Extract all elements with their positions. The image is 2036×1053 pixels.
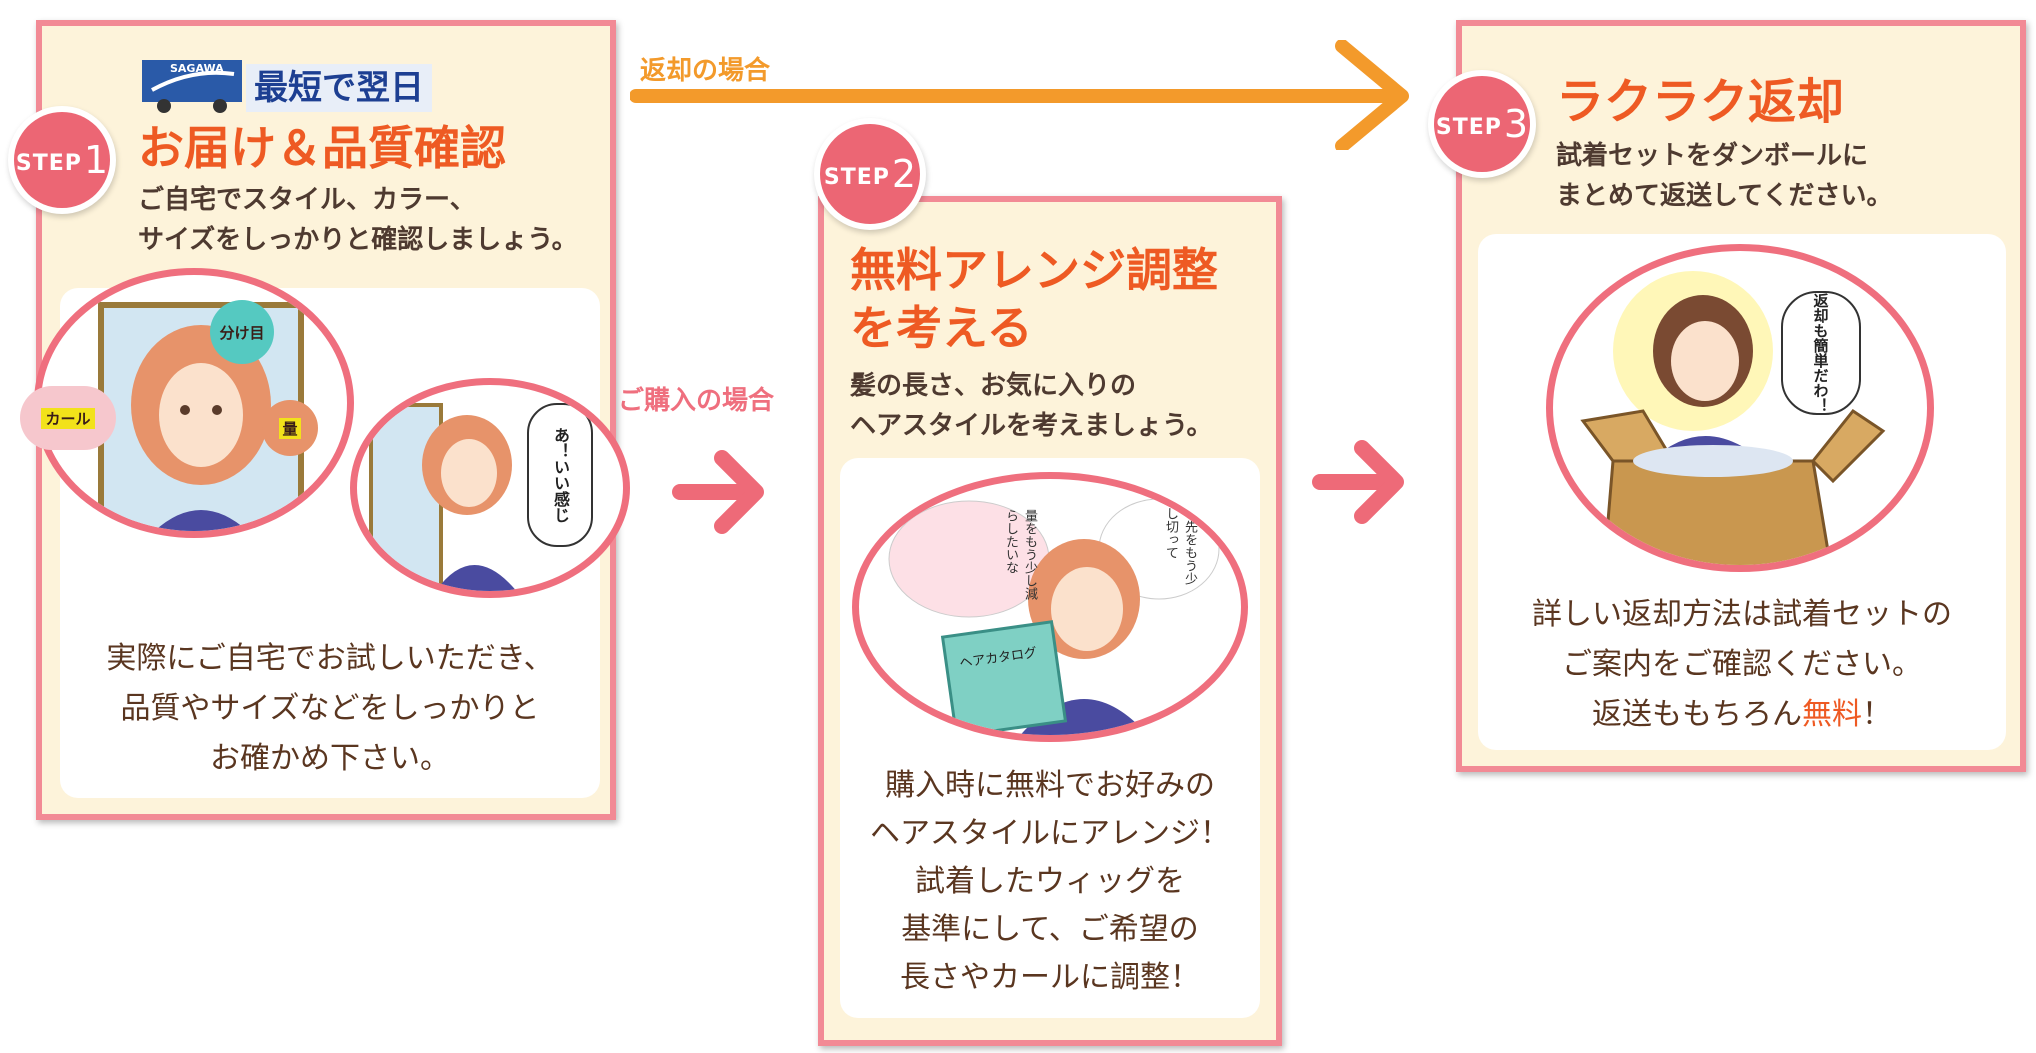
step2-subtitle-line2: ヘアスタイルを考えましょう。 (850, 411, 1213, 441)
step2-badge-number: 2 (891, 152, 917, 196)
step1-subtitle-line1: ご自宅でスタイル、カラー、 (138, 185, 476, 215)
delivery-truck-logo: SAGAWA (142, 60, 242, 114)
step2-body-text: 購入時に無料でお好みの ヘアスタイルにアレンジ！ 試着したウィッグを 基準にして… (840, 762, 1260, 1002)
step3-subtitle-line2: まとめて返送してください。 (1556, 181, 1893, 211)
parting-label: 分け目 (219, 323, 265, 342)
step2-title: 無料アレンジ調整 を考える (850, 242, 1218, 357)
step2-body-line5: 長さやカールに調整！ (900, 960, 1200, 995)
step2-body-line3: 試着したウィッグを (915, 864, 1185, 899)
curl-label: カール (41, 407, 95, 429)
step3-body-line3-prefix: 返送ももちろん (1592, 697, 1802, 732)
step1-subtitle-line2: サイズをしっかりと確認しましょう。 (138, 225, 578, 255)
delivery-tag: 最短で翌日 (246, 64, 432, 112)
free-highlight: 無料 (1802, 697, 1862, 732)
step3-badge-number: 3 (1503, 102, 1529, 146)
step1-body-text: 実際にご自宅でお試しいただき、 品質やサイズなどをしっかりと お確かめ下さい。 (60, 634, 600, 784)
step3-body-text: 詳しい返却方法は試着セットの ご案内をご確認ください。 返送ももちろん無料！ (1478, 590, 2006, 740)
step2-body-line2: ヘアスタイルにアレンジ！ (870, 816, 1230, 851)
step3-body-line1: 詳しい返却方法は試着セットの (1532, 597, 1952, 632)
step3-subtitle: 試着セットをダンボールに まとめて返送してください。 (1556, 136, 1892, 216)
step3-return-illustration: 返却も簡単だわ！ (1546, 244, 1934, 572)
step3-speech-bubble: 返却も簡単だわ！ (1781, 291, 1861, 415)
thought-left-text: 量をもう少し減らしたいな (1003, 509, 1037, 600)
step3-speech-text: 返却も簡単だわ！ (1811, 293, 1830, 413)
step1-speech-text: あ！いい感じ (551, 427, 570, 523)
step2-title-line2: を考える (850, 300, 1033, 355)
curl-label-bubble: カール (20, 386, 116, 450)
step1-title: お届け＆品質確認 (138, 121, 506, 175)
step2-body-line4: 基準にして、ご希望の (901, 912, 1199, 947)
return-route-label: 返却の場合 (640, 56, 771, 86)
step1-badge-number: 1 (83, 138, 109, 182)
step1-happy-illustration: あ！いい感じ (350, 378, 630, 598)
step1-body-line3: お確かめ下さい。 (210, 741, 450, 776)
step3-subtitle-line1: 試着セットをダンボールに (1556, 141, 1869, 171)
truck-icon (142, 60, 242, 113)
step3-badge-word: STEP (1435, 114, 1502, 140)
step1-subtitle: ご自宅でスタイル、カラー、 サイズをしっかりと確認しましょう。 (138, 180, 578, 260)
step2-badge-word: STEP (823, 164, 890, 190)
step1-body-line1: 実際にご自宅でお試しいただき、 (106, 641, 554, 676)
step3-body-line3-suffix: ！ (1862, 697, 1892, 732)
step2-subtitle: 髪の長さ、お気に入りの ヘアスタイルを考えましょう。 (850, 366, 1212, 446)
step2-to-step3-arrow (1312, 440, 1404, 524)
thought-right-text: 毛先をもう少し切って (1163, 507, 1197, 585)
volume-label-bubble: 量 (262, 400, 318, 456)
return-arrow (630, 40, 1409, 150)
step2-thinking-illustration: 量をもう少し減らしたいな 毛先をもう少し切って ヘアカタログ (852, 472, 1248, 742)
step3-body-line2: ご案内をご確認ください。 (1562, 647, 1922, 682)
step2-body-line1: 購入時に無料でお好みの (885, 768, 1215, 803)
parting-label-bubble: 分け目 (210, 300, 274, 364)
step2-title-line1: 無料アレンジ調整 (850, 243, 1218, 297)
step1-body-line2: 品質やサイズなどをしっかりと (120, 691, 540, 726)
step1-to-step2-arrow (672, 450, 764, 534)
step2-subtitle-line1: 髪の長さ、お気に入りの (850, 371, 1137, 401)
delivery-logo-text: SAGAWA (170, 62, 224, 75)
step3-title: ラクラク返却 (1556, 74, 1845, 130)
step1-badge-word: STEP (15, 150, 82, 176)
step3-body-line3: 返送ももちろん無料！ (1478, 690, 2006, 740)
step1-speech-bubble: あ！いい感じ (527, 403, 593, 547)
purchase-route-label: ご購入の場合 (618, 386, 775, 416)
volume-label: 量 (279, 417, 301, 439)
